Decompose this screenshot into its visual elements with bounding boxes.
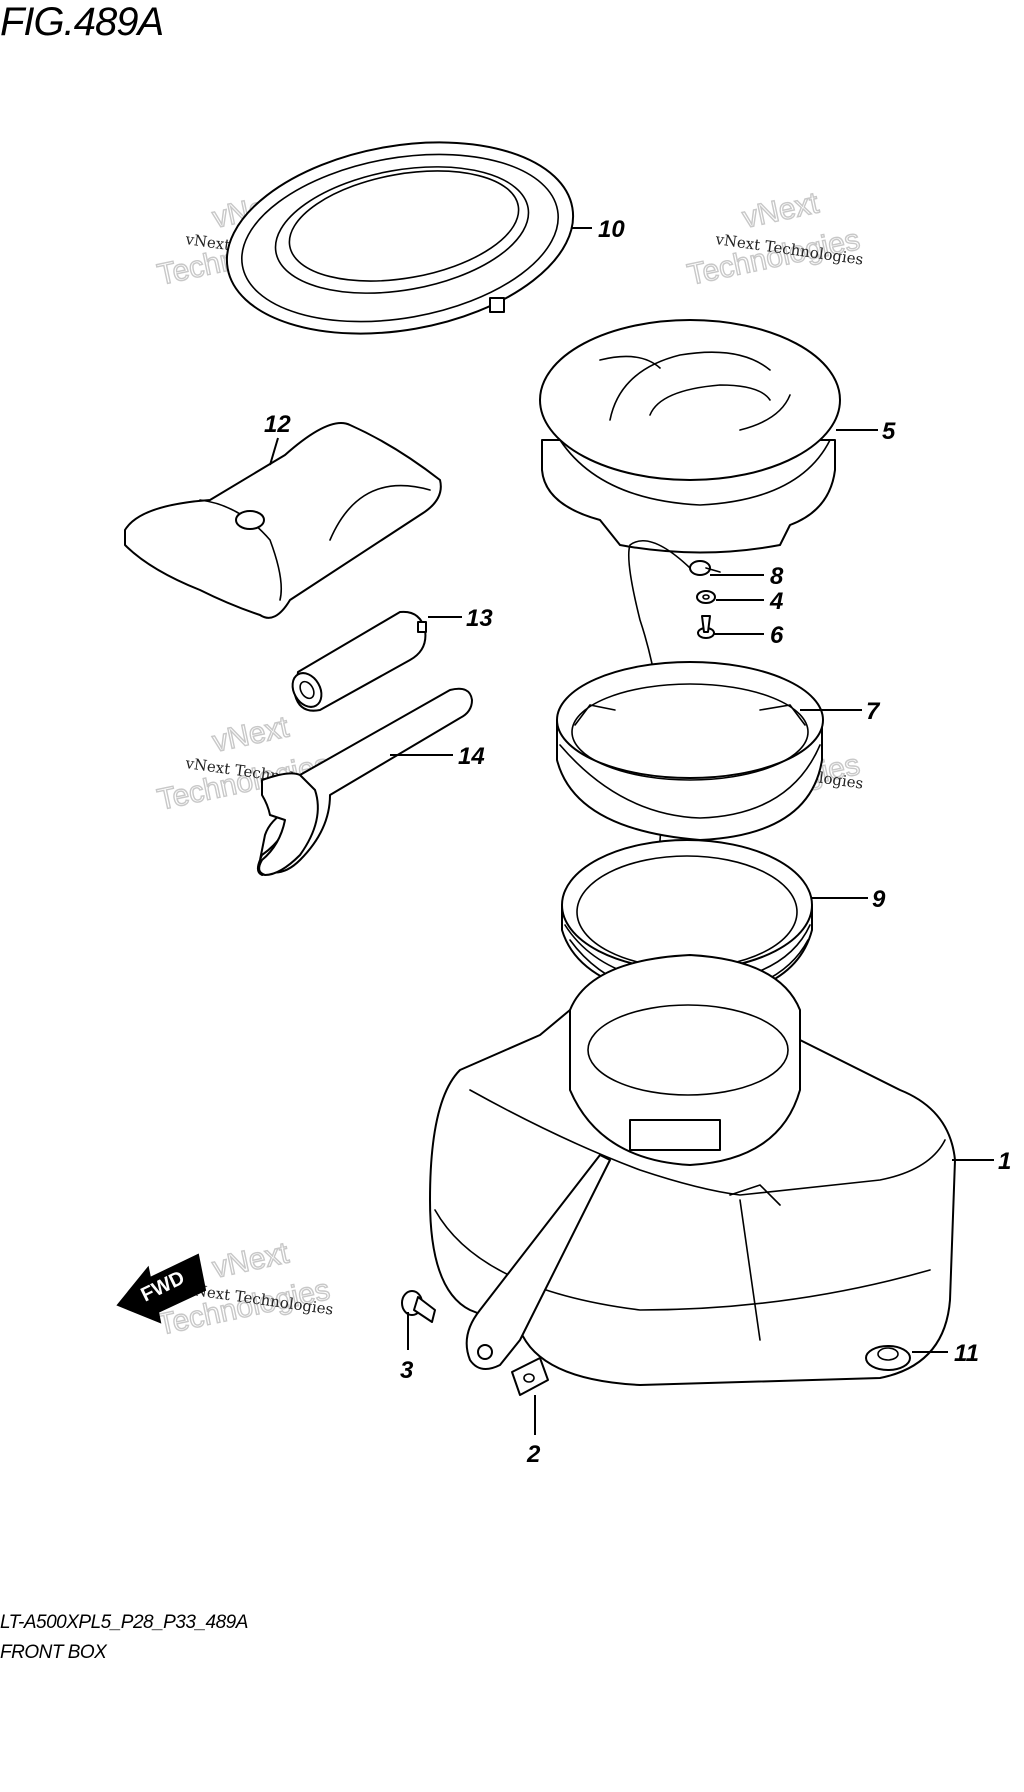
part-13-cylinder [291, 610, 427, 712]
figure-code: LT-A500XPL5_P28_P33_489A [0, 1612, 248, 1633]
part-10-gasket [225, 141, 575, 335]
callout-14: 14 [458, 743, 485, 770]
part-4-washer [696, 590, 716, 604]
callout-numbers: 10 5 12 8 4 6 13 7 14 9 1 3 2 11 [264, 216, 1011, 1468]
part-11-grommet [865, 1345, 911, 1371]
part-6-screw [697, 615, 715, 639]
callout-12: 12 [264, 411, 291, 438]
figure-title: FIG.489A [0, 0, 164, 44]
leader-lines [269, 227, 994, 1435]
callout-9: 9 [872, 886, 886, 913]
svg-text:vNext: vNext [210, 710, 293, 758]
callout-4: 4 [769, 588, 783, 615]
part-12-tool-bag [124, 422, 442, 619]
callout-8: 8 [770, 563, 784, 590]
figure-name: FRONT BOX [0, 1642, 107, 1663]
callout-13: 13 [466, 605, 493, 632]
callout-11: 11 [954, 1340, 979, 1367]
callout-2: 2 [526, 1441, 541, 1468]
callout-3: 3 [400, 1357, 414, 1384]
part-14-spanner [256, 687, 473, 876]
callout-5: 5 [882, 418, 896, 445]
part-1-front-box [429, 954, 956, 1386]
callout-6: 6 [770, 622, 784, 649]
part-7-ring [556, 661, 824, 841]
callout-10: 10 [598, 216, 625, 243]
svg-text:vNext: vNext [210, 1236, 293, 1284]
svg-text:vNext: vNext [740, 186, 823, 234]
callout-7: 7 [866, 698, 881, 725]
part-3-bolt [401, 1290, 436, 1323]
fwd-direction-arrow: FWD [116, 1253, 207, 1324]
watermark-top-right: vNext Technologies vNext Technologies [684, 186, 865, 293]
part-2-clip [511, 1357, 549, 1396]
callout-1: 1 [998, 1148, 1011, 1175]
part-5-cap [539, 319, 841, 554]
